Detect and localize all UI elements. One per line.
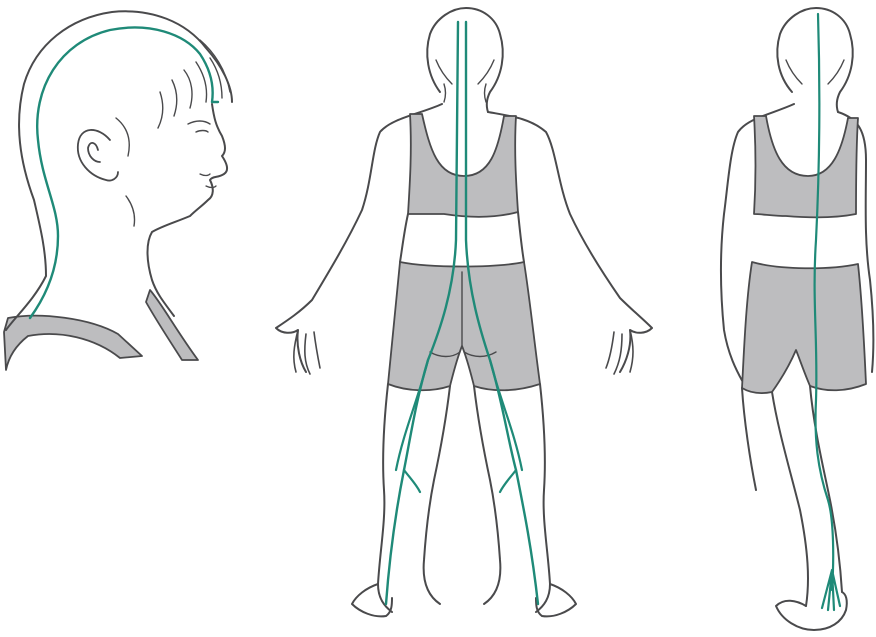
body-back-three-quarter-shorts — [742, 262, 866, 393]
